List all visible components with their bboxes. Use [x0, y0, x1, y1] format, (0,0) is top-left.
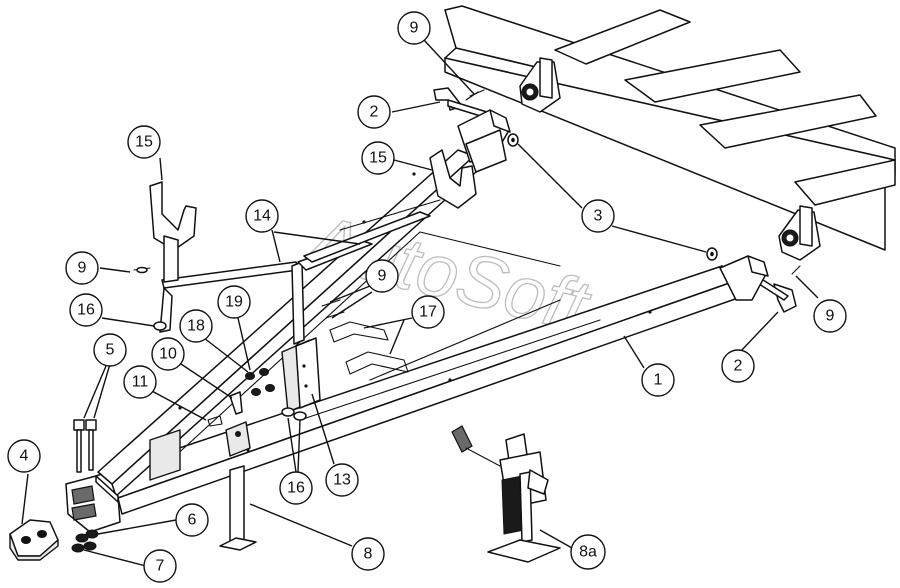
bracket-15-right	[429, 149, 477, 209]
svg-text:9: 9	[410, 20, 419, 37]
bracket-15-left	[149, 181, 197, 283]
svg-text:5: 5	[106, 342, 115, 359]
svg-text:16: 16	[77, 302, 95, 319]
svg-text:8a: 8a	[579, 544, 597, 561]
pin-10	[229, 391, 243, 415]
svg-text:17: 17	[419, 304, 437, 321]
nuts-6-washers-7	[71, 529, 99, 553]
svg-text:19: 19	[225, 294, 243, 311]
callout-8: 8	[351, 537, 385, 571]
callout-16-top: 16	[69, 293, 103, 327]
callout-2-top: 2	[357, 95, 391, 129]
frame-bracket-top	[519, 57, 561, 113]
svg-text:7: 7	[156, 558, 165, 575]
callout-6: 6	[175, 503, 209, 537]
hitch-ring-4	[9, 519, 59, 561]
callout-17: 17	[411, 295, 445, 329]
svg-text:4: 4	[20, 448, 29, 465]
callout-16-bottom: 16	[279, 471, 313, 505]
callout-3: 3	[581, 199, 615, 233]
callout-7: 7	[143, 549, 177, 583]
callout-5: 5	[93, 333, 127, 367]
callout-9-top: 9	[397, 11, 431, 45]
callout-4: 4	[7, 439, 41, 473]
clips-17	[329, 321, 409, 375]
mount-plate-13	[281, 337, 321, 413]
svg-text:9: 9	[826, 308, 835, 325]
callout-19: 19	[217, 285, 251, 319]
svg-text:9: 9	[78, 260, 87, 277]
cotter-pins-9	[133, 266, 345, 319]
callout-9-right: 9	[813, 299, 847, 333]
svg-text:11: 11	[132, 374, 149, 391]
svg-text:13: 13	[333, 472, 351, 489]
swivel-jack-8a	[451, 425, 561, 563]
jack-stand-8	[219, 421, 257, 551]
clip-11	[207, 415, 223, 427]
svg-text:8: 8	[364, 546, 373, 563]
callout-10: 10	[151, 337, 185, 371]
callout-2-bottom: 2	[721, 349, 755, 383]
callout-13: 13	[325, 463, 359, 497]
nuts-18-19	[245, 368, 275, 396]
bolts-5	[73, 419, 97, 473]
callout-15-left: 15	[127, 125, 161, 159]
svg-text:16: 16	[287, 480, 305, 497]
brace-bars-14	[159, 199, 441, 345]
svg-text:14: 14	[253, 208, 271, 225]
svg-text:6: 6	[188, 512, 197, 529]
callout-9-middle: 9	[365, 259, 399, 293]
svg-text:9: 9	[378, 268, 387, 285]
callout-18: 18	[179, 309, 213, 343]
frame-bracket-bottom	[778, 205, 821, 261]
implement-frame	[444, 5, 896, 261]
svg-text:1: 1	[654, 372, 663, 389]
callout-8a: 8a	[570, 534, 606, 570]
svg-text:15: 15	[135, 134, 153, 151]
callout-11: 11	[123, 365, 157, 399]
svg-text:18: 18	[187, 318, 205, 335]
callout-15-right: 15	[361, 141, 395, 175]
washer-3	[507, 133, 718, 261]
svg-text:15: 15	[369, 150, 387, 167]
svg-text:2: 2	[370, 104, 379, 121]
leader-lines	[21, 39, 819, 567]
coupler-head	[65, 475, 121, 533]
callout-14: 14	[245, 199, 279, 233]
svg-text:10: 10	[159, 346, 177, 363]
svg-text:2: 2	[734, 358, 743, 375]
callout-1: 1	[641, 363, 675, 397]
callout-9-left: 9	[65, 251, 99, 285]
hitch-pin-2-bottom	[755, 265, 801, 313]
svg-text:3: 3	[594, 208, 603, 225]
